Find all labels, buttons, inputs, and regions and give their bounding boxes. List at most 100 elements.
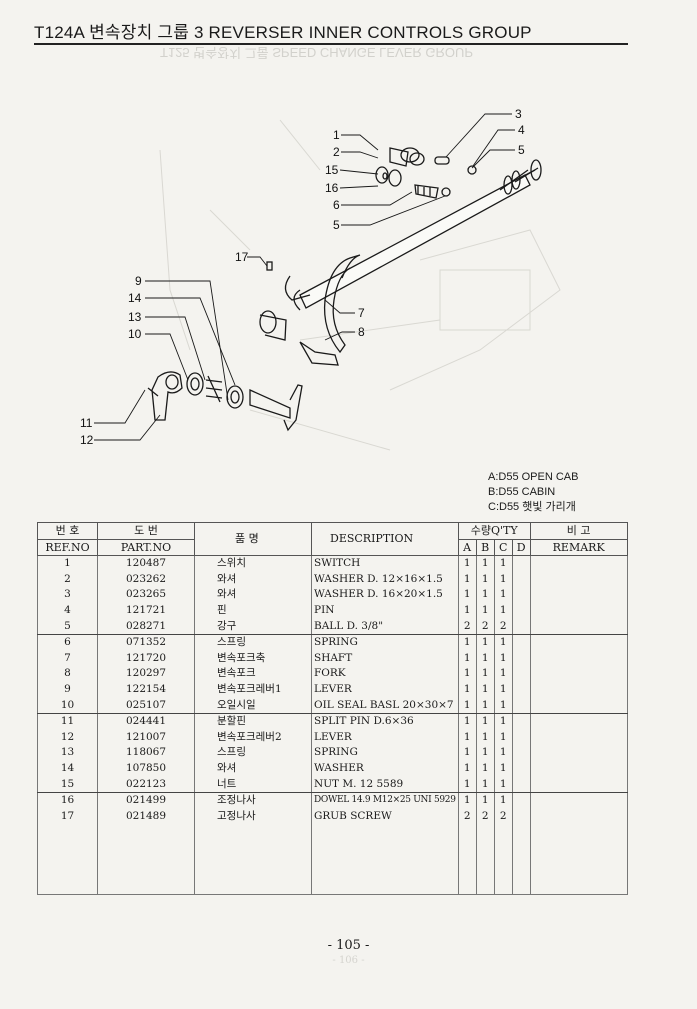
header-description: DESCRIPTION [311, 521, 459, 557]
ref-cell: 14 [37, 760, 98, 777]
qty-b-cell: 1 [475, 729, 495, 746]
part-cell: 120487 [97, 555, 195, 572]
name-cell: 너트 [194, 776, 312, 794]
part-cell: 118067 [97, 745, 195, 761]
ref-cell: 9 [37, 681, 98, 698]
callout-1: 1 [333, 128, 340, 142]
callout-3: 3 [515, 107, 522, 121]
part-cell: 022123 [97, 776, 195, 794]
qty-d-cell [511, 571, 531, 588]
header-part-en: PART.NO [97, 538, 195, 557]
empty-cell [493, 824, 513, 896]
remark-cell [529, 697, 628, 715]
name-cell: 변속포크레버1 [194, 681, 312, 698]
name-cell: 분할핀 [194, 713, 312, 730]
qty-a-cell: 1 [457, 792, 477, 809]
header-col-b: B [475, 538, 495, 557]
qty-c-cell: 1 [493, 697, 513, 715]
ref-cell: 2 [37, 571, 98, 588]
remark-cell [529, 792, 628, 809]
qty-c-cell: 2 [493, 808, 513, 825]
qty-a-cell: 1 [457, 555, 477, 572]
qty-d-cell [511, 666, 531, 682]
qty-a-cell: 1 [457, 681, 477, 698]
qty-c-cell: 1 [493, 555, 513, 572]
empty-cell [194, 824, 312, 896]
description-cell: DOWEL 14.9 M12×25 UNI 5929 [311, 792, 459, 809]
name-cell: 고정나사 [194, 808, 312, 825]
qty-b-cell: 1 [475, 555, 495, 572]
header-ref-ko: 번 호 [37, 522, 98, 540]
qty-d-cell [511, 681, 531, 698]
remark-cell [529, 760, 628, 777]
qty-a-cell: 2 [457, 808, 477, 825]
ref-cell: 6 [37, 634, 98, 651]
empty-cell [97, 824, 195, 896]
qty-d-cell [511, 650, 531, 667]
part-cell: 107850 [97, 760, 195, 777]
qty-c-cell: 1 [493, 729, 513, 746]
qty-b-cell: 1 [475, 587, 495, 603]
ref-cell: 13 [37, 745, 98, 761]
part-cell: 121007 [97, 729, 195, 746]
legend-c: C:D55 햇빛 가리개 [488, 501, 576, 513]
exploded-parts-diagram: 1 2 15 16 6 5 3 4 5 17 9 14 13 10 7 8 11… [80, 107, 561, 451]
ref-cell: 16 [37, 792, 98, 809]
qty-b-cell: 2 [475, 618, 495, 636]
part-cell: 021499 [97, 792, 195, 809]
name-cell: 스프링 [194, 634, 312, 651]
description-cell: PIN [311, 602, 459, 619]
legend-a: A:D55 OPEN CAB [488, 471, 579, 483]
name-cell: 와셔 [194, 760, 312, 777]
callout-5-right: 5 [518, 143, 525, 157]
remark-cell [529, 776, 628, 794]
qty-d-cell [511, 713, 531, 730]
ref-cell: 7 [37, 650, 98, 667]
ref-cell: 8 [37, 666, 98, 682]
remark-cell [529, 555, 628, 572]
remark-cell [529, 618, 628, 636]
qty-d-cell [511, 808, 531, 825]
qty-b-cell: 1 [475, 666, 495, 682]
remark-cell [529, 666, 628, 682]
header-ref-en: REF.NO [37, 538, 98, 557]
qty-d-cell [511, 634, 531, 651]
description-cell: NUT M. 12 5589 [311, 776, 459, 794]
qty-a-cell: 1 [457, 776, 477, 794]
name-cell: 변속포크레버2 [194, 729, 312, 746]
qty-d-cell [511, 729, 531, 746]
remark-cell [529, 729, 628, 746]
qty-c-cell: 1 [493, 666, 513, 682]
description-cell: FORK [311, 666, 459, 682]
callout-8: 8 [358, 325, 365, 339]
ref-cell: 4 [37, 602, 98, 619]
name-cell: 와셔 [194, 571, 312, 588]
part-cell: 024441 [97, 713, 195, 730]
part-cell: 023262 [97, 571, 195, 588]
qty-b-cell: 1 [475, 571, 495, 588]
callout-4: 4 [518, 123, 525, 137]
remark-cell [529, 681, 628, 698]
qty-c-cell: 1 [493, 571, 513, 588]
qty-d-cell [511, 618, 531, 636]
remark-cell [529, 602, 628, 619]
remark-cell [529, 587, 628, 603]
remark-cell [529, 571, 628, 588]
part-cell: 021489 [97, 808, 195, 825]
bleed-through-page-number: - 106 - [332, 955, 365, 966]
empty-cell [529, 824, 628, 896]
name-cell: 강구 [194, 618, 312, 636]
remark-cell [529, 634, 628, 651]
qty-c-cell: 1 [493, 634, 513, 651]
description-cell: BALL D. 3/8" [311, 618, 459, 636]
callout-7: 7 [358, 306, 365, 320]
